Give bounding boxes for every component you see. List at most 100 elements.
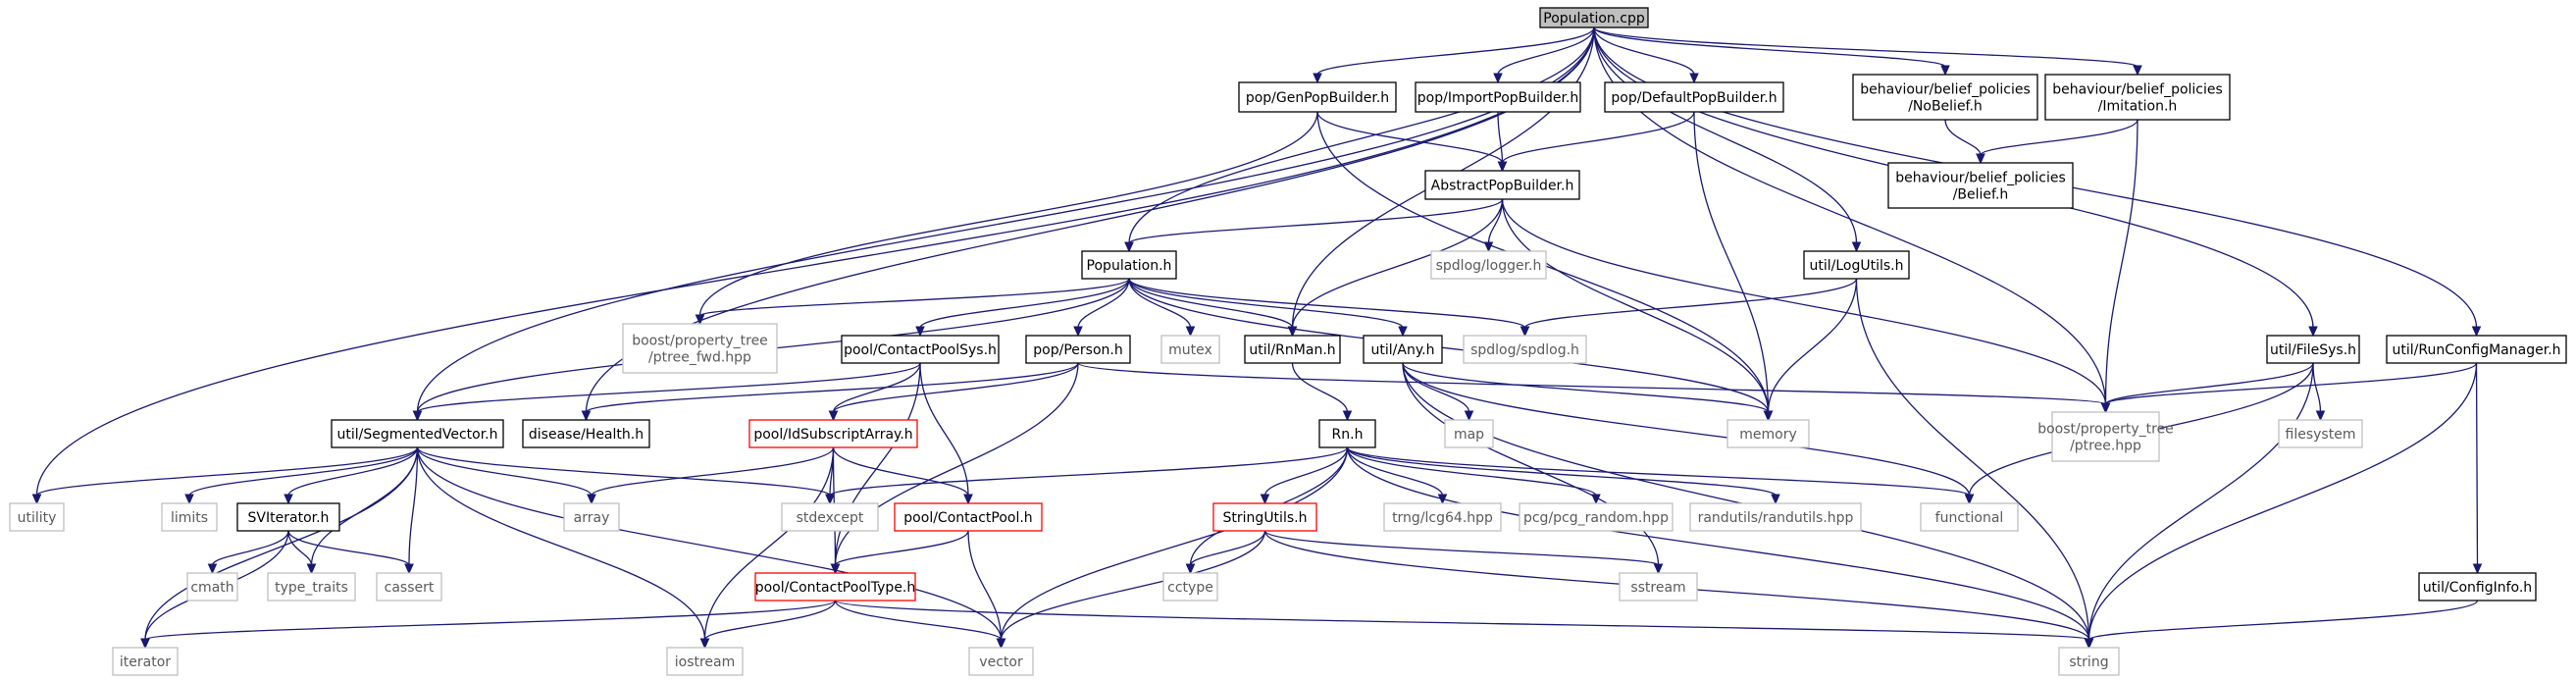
node-array: array bbox=[563, 502, 620, 532]
node-label: pop/ImportPopBuilder.h bbox=[1417, 90, 1578, 106]
node-box bbox=[748, 419, 918, 448]
node-belief[interactable]: behaviour/belief_policies/Belief.h bbox=[1887, 162, 2074, 209]
node-any[interactable]: util/Any.h bbox=[1363, 335, 1443, 364]
node-abstract[interactable]: AbstractPopBuilder.h bbox=[1424, 170, 1580, 200]
node-logutils[interactable]: util/LogUtils.h bbox=[1803, 250, 1910, 280]
arrowhead-icon bbox=[1493, 73, 1503, 84]
node-defpop[interactable]: pop/DefaultPopBuilder.h bbox=[1604, 81, 1784, 113]
node-box bbox=[1430, 250, 1547, 280]
node-label: /NoBelief.h bbox=[1908, 99, 1983, 115]
edge-rn-to-strutils bbox=[1260, 446, 1349, 505]
node-map: map bbox=[1444, 419, 1494, 448]
node-person[interactable]: pop/Person.h bbox=[1025, 335, 1131, 364]
edge-line bbox=[1402, 362, 1660, 566]
arrowhead-icon bbox=[1073, 326, 1083, 338]
node-strutils[interactable]: StringUtils.h bbox=[1212, 502, 1317, 532]
edge-idsub-to-cpool bbox=[832, 446, 973, 505]
edge-rn-to-randutils bbox=[1346, 446, 1780, 505]
node-population[interactable]: Population.h bbox=[1081, 250, 1177, 280]
node-cptype[interactable]: pool/ContactPoolType.h bbox=[754, 572, 916, 602]
node-box bbox=[1238, 81, 1397, 113]
node-cpsys[interactable]: pool/ContactPoolSys.h bbox=[841, 335, 1000, 364]
node-runconfig[interactable]: util/RunConfigManager.h bbox=[2386, 335, 2567, 364]
node-box bbox=[1383, 502, 1502, 532]
node-rnman[interactable]: util/RnMan.h bbox=[1244, 335, 1341, 364]
node-cassert: cassert bbox=[376, 572, 442, 602]
edge-segvec-to-utility bbox=[31, 446, 419, 505]
edge-rn-to-stdexcept bbox=[825, 446, 1349, 505]
node-label: /ptree_fwd.hpp bbox=[648, 350, 751, 366]
edge-idsub-to-iostream bbox=[699, 446, 835, 650]
node-label: cctype bbox=[1167, 580, 1213, 596]
edge-line bbox=[416, 362, 921, 413]
edge-line bbox=[2087, 600, 2479, 641]
node-box bbox=[1463, 335, 1587, 364]
edge-line bbox=[703, 446, 835, 641]
node-filesystem: filesystem bbox=[2278, 419, 2363, 448]
node-box bbox=[1424, 170, 1580, 200]
node-nobelief[interactable]: behaviour/belief_policies/NoBelief.h bbox=[1852, 74, 2038, 121]
edge-line bbox=[1346, 446, 1444, 497]
arrowhead-icon bbox=[2100, 402, 2111, 414]
node-label: StringUtils.h bbox=[1223, 510, 1308, 526]
edge-population-to-ptreefwd bbox=[695, 278, 1130, 326]
arrowhead-icon bbox=[1483, 241, 1494, 253]
node-cpool[interactable]: pool/ContactPool.h bbox=[894, 502, 1043, 532]
arrowhead-icon bbox=[581, 410, 592, 422]
arrowhead-icon bbox=[915, 326, 925, 338]
node-box bbox=[1318, 419, 1376, 448]
node-sviter[interactable]: SVIterator.h bbox=[236, 502, 340, 532]
node-mutex: mutex bbox=[1160, 335, 1220, 364]
edge-line bbox=[408, 446, 419, 566]
node-utility: utility bbox=[9, 502, 65, 532]
edge-line bbox=[1402, 362, 1770, 413]
edge-sviter-to-cmath bbox=[207, 530, 289, 575]
node-box bbox=[331, 419, 504, 448]
node-root[interactable]: Population.cpp bbox=[1539, 7, 1649, 28]
arrowhead-icon bbox=[825, 494, 835, 505]
arrowhead-icon bbox=[1342, 410, 1353, 422]
edge-runconfig-to-string bbox=[2084, 362, 2478, 650]
node-health[interactable]: disease/Health.h bbox=[522, 419, 650, 448]
edge-line bbox=[834, 362, 921, 566]
node-label: util/FileSys.h bbox=[2270, 342, 2356, 358]
edge-population-to-cpsys bbox=[915, 278, 1130, 338]
edge-line bbox=[1593, 26, 1858, 244]
edge-population-to-memory bbox=[1128, 278, 1774, 422]
arrowhead-icon bbox=[2133, 65, 2142, 77]
node-label: limits bbox=[171, 510, 208, 526]
edge-line bbox=[1402, 362, 1971, 497]
edge-logutils-to-spdlog bbox=[1520, 278, 1858, 338]
node-box bbox=[841, 335, 1000, 364]
edge-person-to-health bbox=[581, 362, 1079, 422]
node-label: sstream bbox=[1630, 580, 1685, 596]
edge-strutils-to-cctype bbox=[1185, 530, 1266, 575]
arrowhead-icon bbox=[1520, 326, 1530, 338]
edge-line bbox=[1077, 362, 2107, 405]
edge-rn-to-functional bbox=[1346, 446, 1975, 505]
node-rn[interactable]: Rn.h bbox=[1318, 419, 1376, 448]
node-importpop[interactable]: pop/ImportPopBuilder.h bbox=[1415, 81, 1581, 113]
edge-sviter-to-typetraits bbox=[287, 530, 317, 575]
arrowhead-icon bbox=[283, 494, 293, 505]
edge-imitation-to-ptree bbox=[2100, 119, 2138, 414]
node-label: util/LogUtils.h bbox=[1810, 258, 1904, 274]
node-label: string bbox=[2069, 654, 2108, 670]
edge-line bbox=[2087, 362, 2478, 641]
arrowhead-icon bbox=[1653, 563, 1664, 575]
edge-line bbox=[2087, 362, 2314, 641]
node-string: string bbox=[2058, 647, 2120, 676]
node-filesys[interactable]: util/FileSys.h bbox=[2266, 335, 2360, 364]
node-genpop[interactable]: pop/GenPopBuilder.h bbox=[1238, 81, 1397, 113]
node-imitation[interactable]: behaviour/belief_policies/Imitation.h bbox=[2044, 74, 2231, 121]
edge-line bbox=[287, 530, 410, 566]
node-box bbox=[1415, 81, 1581, 113]
node-configinfo[interactable]: util/ConfigInfo.h bbox=[2418, 572, 2537, 602]
node-label: filesystem bbox=[2286, 427, 2356, 443]
node-iostream: iostream bbox=[666, 647, 744, 676]
node-label: spdlog/logger.h bbox=[1436, 258, 1542, 274]
node-segvec[interactable]: util/SegmentedVector.h bbox=[331, 419, 504, 448]
edge-defpop-to-abstract bbox=[1497, 111, 1695, 173]
node-idsub[interactable]: pool/IdSubscriptArray.h bbox=[748, 419, 918, 448]
